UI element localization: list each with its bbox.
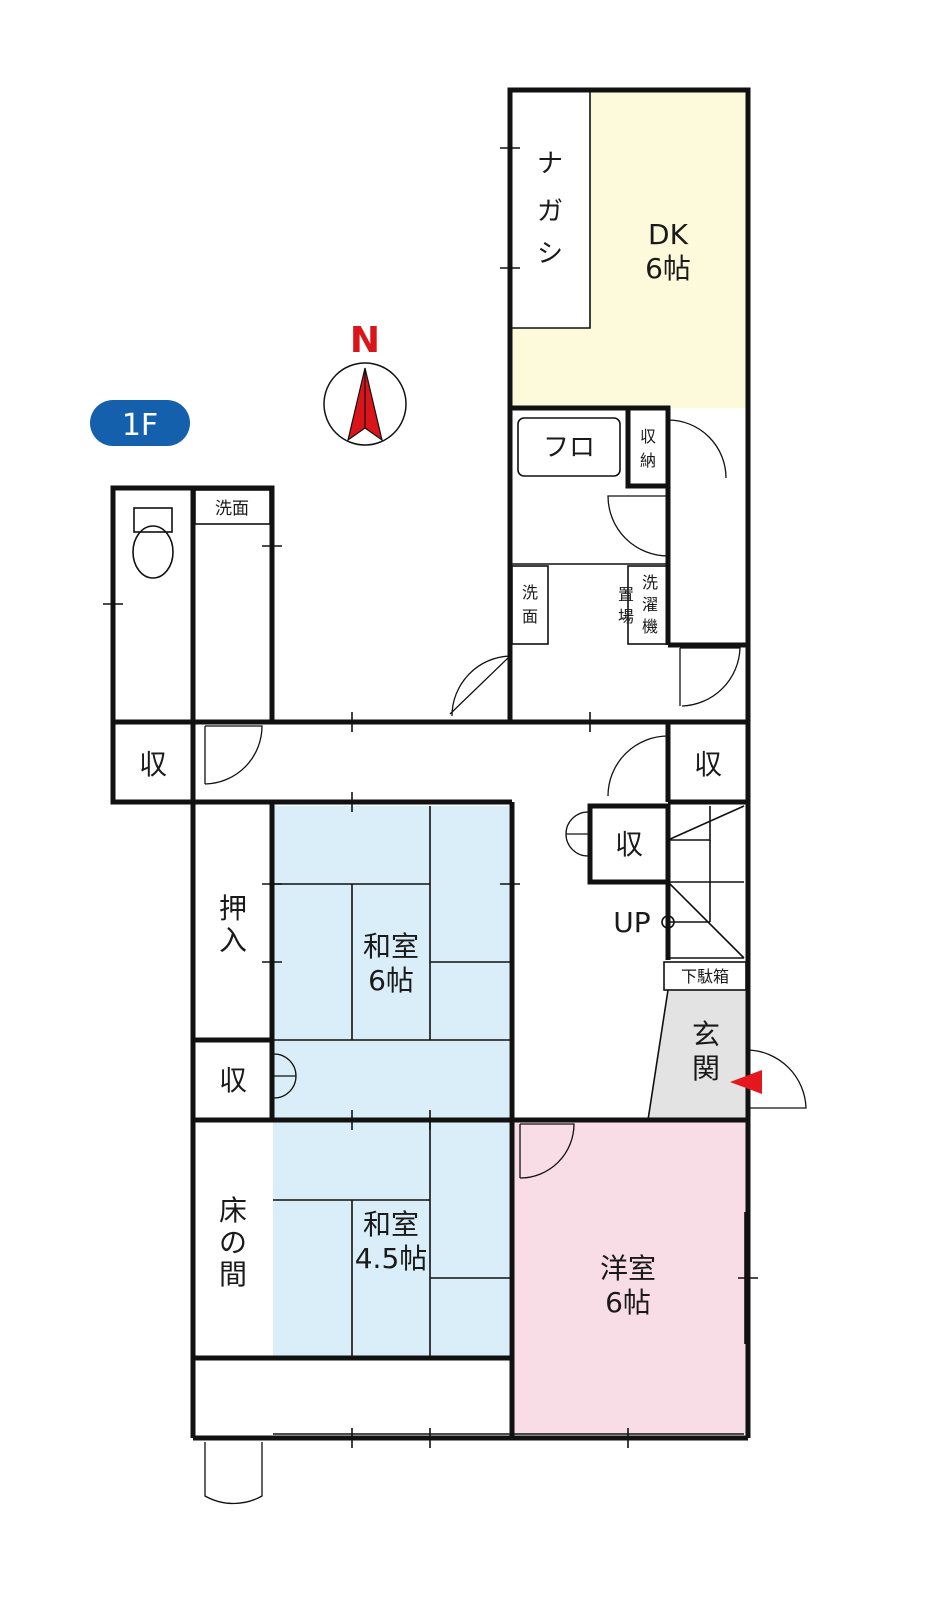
nagashi-label: ナ ガ シ [537, 149, 563, 269]
fixtures [103, 92, 758, 1448]
genkan-floor [648, 990, 746, 1120]
storage-hall-label: 収 [615, 828, 643, 861]
wash-mid-char-1: 洗 [522, 583, 538, 602]
tokonoma-char-2: の [219, 1226, 247, 1259]
washitsu-6-size: 6帖 [368, 964, 414, 997]
storage-west-label: 収 [139, 748, 167, 781]
wash-mid-char-2: 面 [522, 607, 538, 626]
laundry-a-char-2: 濯 [642, 595, 658, 614]
laundry-b-char-2: 場 [618, 607, 634, 626]
nagashi-char-2: ガ [537, 197, 563, 227]
youshitsu-size: 6帖 [605, 1286, 651, 1319]
compass-label: N [350, 320, 380, 361]
laundry-a-char-1: 洗 [642, 573, 658, 592]
washitsu-4-5-size: 4.5帖 [355, 1242, 428, 1275]
floor-badge: 1F [90, 400, 190, 446]
dk-name: DK [648, 218, 689, 251]
youshitsu-floor [513, 1122, 746, 1434]
nagashi-char-3: シ [537, 239, 563, 269]
washitsu-4-5-name: 和室 [363, 1208, 419, 1241]
genkan-char-2: 関 [692, 1052, 720, 1085]
youshitsu-name: 洋室 [600, 1252, 656, 1285]
shoebox-label: 下駄箱 [681, 967, 729, 986]
dk-size: 6帖 [645, 252, 691, 285]
storage-bath-char-2: 納 [640, 451, 656, 470]
entry-arrow-icon [730, 1070, 762, 1094]
oshiire-char-1: 押 [219, 892, 247, 925]
washitsu-4-5-floor [273, 1122, 509, 1356]
storage-east-label: 収 [694, 748, 722, 781]
dk-label: DK 6帖 [645, 218, 691, 285]
nagashi-char-1: ナ [537, 149, 563, 179]
genkan-char-1: 玄 [692, 1018, 720, 1051]
storage-oshi-label: 収 [219, 1064, 247, 1097]
laundry-a-char-3: 機 [642, 617, 658, 636]
compass: N [323, 320, 407, 446]
stairs-up-label: UP [613, 906, 650, 939]
dk-floor [512, 92, 748, 408]
wash-top-label: 洗面 [215, 499, 249, 519]
walls [110, 87, 751, 1441]
tokonoma-char-3: 間 [219, 1258, 247, 1291]
door-swings [204, 419, 807, 1505]
bath-label: フロ [543, 433, 595, 463]
tokonoma-char-1: 床 [219, 1194, 247, 1227]
oshiire-char-2: 入 [219, 924, 247, 957]
floor-badge-label: 1F [122, 408, 158, 443]
laundry-b-char-1: 置 [618, 585, 634, 604]
storage-bath-char-1: 収 [640, 427, 656, 446]
washitsu-6-name: 和室 [363, 930, 419, 963]
